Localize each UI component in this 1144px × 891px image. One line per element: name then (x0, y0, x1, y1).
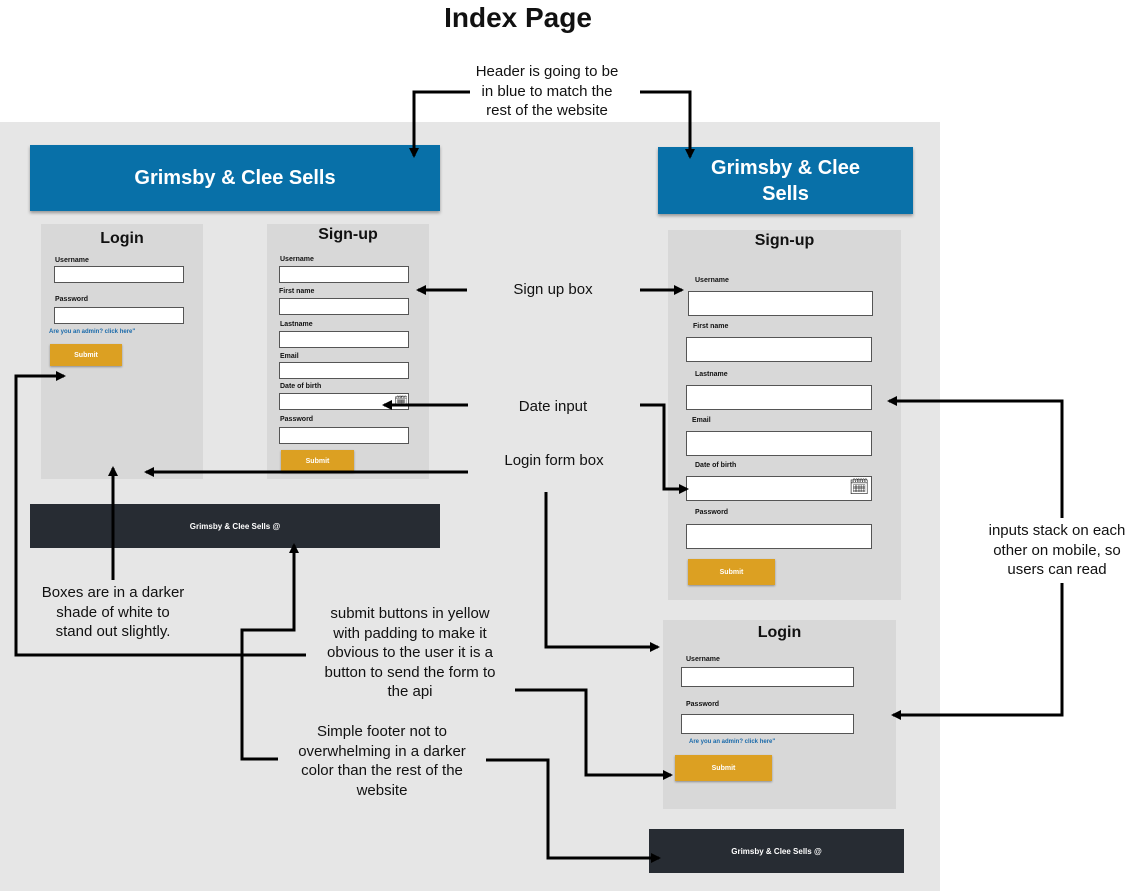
note-mobile: inputs stack on each other on mobile, so… (988, 522, 1126, 578)
desktop-signup-lastname-label: Lastname (280, 321, 313, 328)
mobile-login-box: Login Username Password Are you an admin… (663, 620, 896, 809)
mobile-signup-email-input[interactable] (686, 431, 872, 456)
desktop-login-username-input[interactable] (54, 266, 184, 283)
note-date-input: Date input (518, 398, 588, 415)
mobile-login-submit-button[interactable]: Submit (675, 755, 772, 781)
desktop-signup-lastname-input[interactable] (279, 331, 409, 348)
note-signup-box: Sign up box (513, 281, 593, 298)
desktop-signup-submit-button[interactable]: Submit (281, 450, 354, 472)
mobile-signup-password-label: Password (695, 509, 729, 516)
desktop-header: Grimsby & Clee Sells (30, 145, 440, 211)
mobile-login-password-label: Password (686, 701, 720, 708)
mobile-footer-text: Grimsby & Clee Sells @ (731, 846, 822, 856)
mobile-header-title: Grimsby & Clee Sells (711, 156, 860, 205)
mobile-signup-dob-label: Date of birth (695, 462, 737, 469)
desktop-admin-link[interactable]: Are you an admin? click here" (49, 329, 136, 335)
mobile-signup-email-label: Email (692, 417, 711, 424)
mobile-signup-lastname-label: Lastname (695, 371, 728, 378)
desktop-login-title: Login (100, 230, 144, 247)
desktop-signup-title: Sign-up (318, 226, 378, 243)
mobile-signup-firstname-input[interactable] (686, 337, 872, 362)
desktop-signup-username-label: Username (280, 256, 314, 263)
mobile-signup-password-input[interactable] (686, 524, 872, 549)
note-header: Header is going to be in blue to match t… (475, 63, 619, 119)
desktop-login-box: Login Username Password Are you an admin… (41, 224, 203, 479)
page-title: Index Page (444, 2, 592, 33)
desktop-signup-password-label: Password (280, 416, 314, 423)
desktop-signup-dob-input[interactable] (279, 393, 409, 410)
calendar-icon[interactable]: 🗓 (394, 396, 408, 408)
desktop-signup-firstname-label: First name (279, 288, 315, 295)
mobile-login-password-input[interactable] (681, 714, 854, 734)
mobile-login-title: Login (757, 624, 802, 641)
mobile-login-username-input[interactable] (681, 667, 854, 687)
desktop-footer: Grimsby & Clee Sells @ (30, 504, 440, 548)
mobile-signup-firstname-label: First name (693, 323, 729, 330)
desktop-footer-text: Grimsby & Clee Sells @ (189, 521, 281, 531)
mobile-footer: Grimsby & Clee Sells @ (649, 829, 904, 873)
mobile-admin-link[interactable]: Are you an admin? click here" (689, 739, 776, 745)
desktop-signup-username-input[interactable] (279, 266, 409, 283)
desktop-signup-firstname-input[interactable] (279, 298, 409, 315)
desktop-login-submit-button[interactable]: Submit (50, 344, 122, 366)
mobile-signup-box: Sign-up Username First name Lastname Ema… (668, 230, 901, 600)
note-boxes: Boxes are in a darker shade of white to … (41, 584, 185, 640)
mobile-header: Grimsby & Clee Sells (658, 147, 913, 214)
desktop-header-title: Grimsby & Clee Sells (134, 166, 336, 189)
mobile-login-username-label: Username (686, 656, 720, 663)
desktop-login-password-label: Password (55, 296, 89, 303)
desktop-signup-email-input[interactable] (279, 362, 409, 379)
desktop-signup-dob-label: Date of birth (280, 383, 322, 390)
calendar-icon[interactable]: 🗓 (849, 479, 870, 496)
mobile-signup-lastname-input[interactable] (686, 385, 872, 410)
note-login-box: Login form box (504, 452, 604, 469)
mobile-signup-dob-input[interactable] (686, 476, 872, 501)
note-footer: Simple footer not to overwhelming in a d… (298, 723, 466, 799)
desktop-login-username-label: Username (55, 257, 89, 264)
desktop-login-password-input[interactable] (54, 307, 184, 324)
mobile-signup-username-label: Username (695, 277, 729, 284)
mobile-signup-username-input[interactable] (688, 291, 873, 316)
desktop-signup-email-label: Email (280, 353, 299, 360)
note-submit-buttons: submit buttons in yellow with padding to… (324, 605, 496, 700)
mobile-signup-submit-button[interactable]: Submit (688, 559, 775, 585)
desktop-signup-box: Sign-up Username First name Lastname Ema… (267, 224, 429, 479)
mobile-signup-title: Sign-up (754, 232, 815, 249)
desktop-signup-password-input[interactable] (279, 427, 409, 444)
